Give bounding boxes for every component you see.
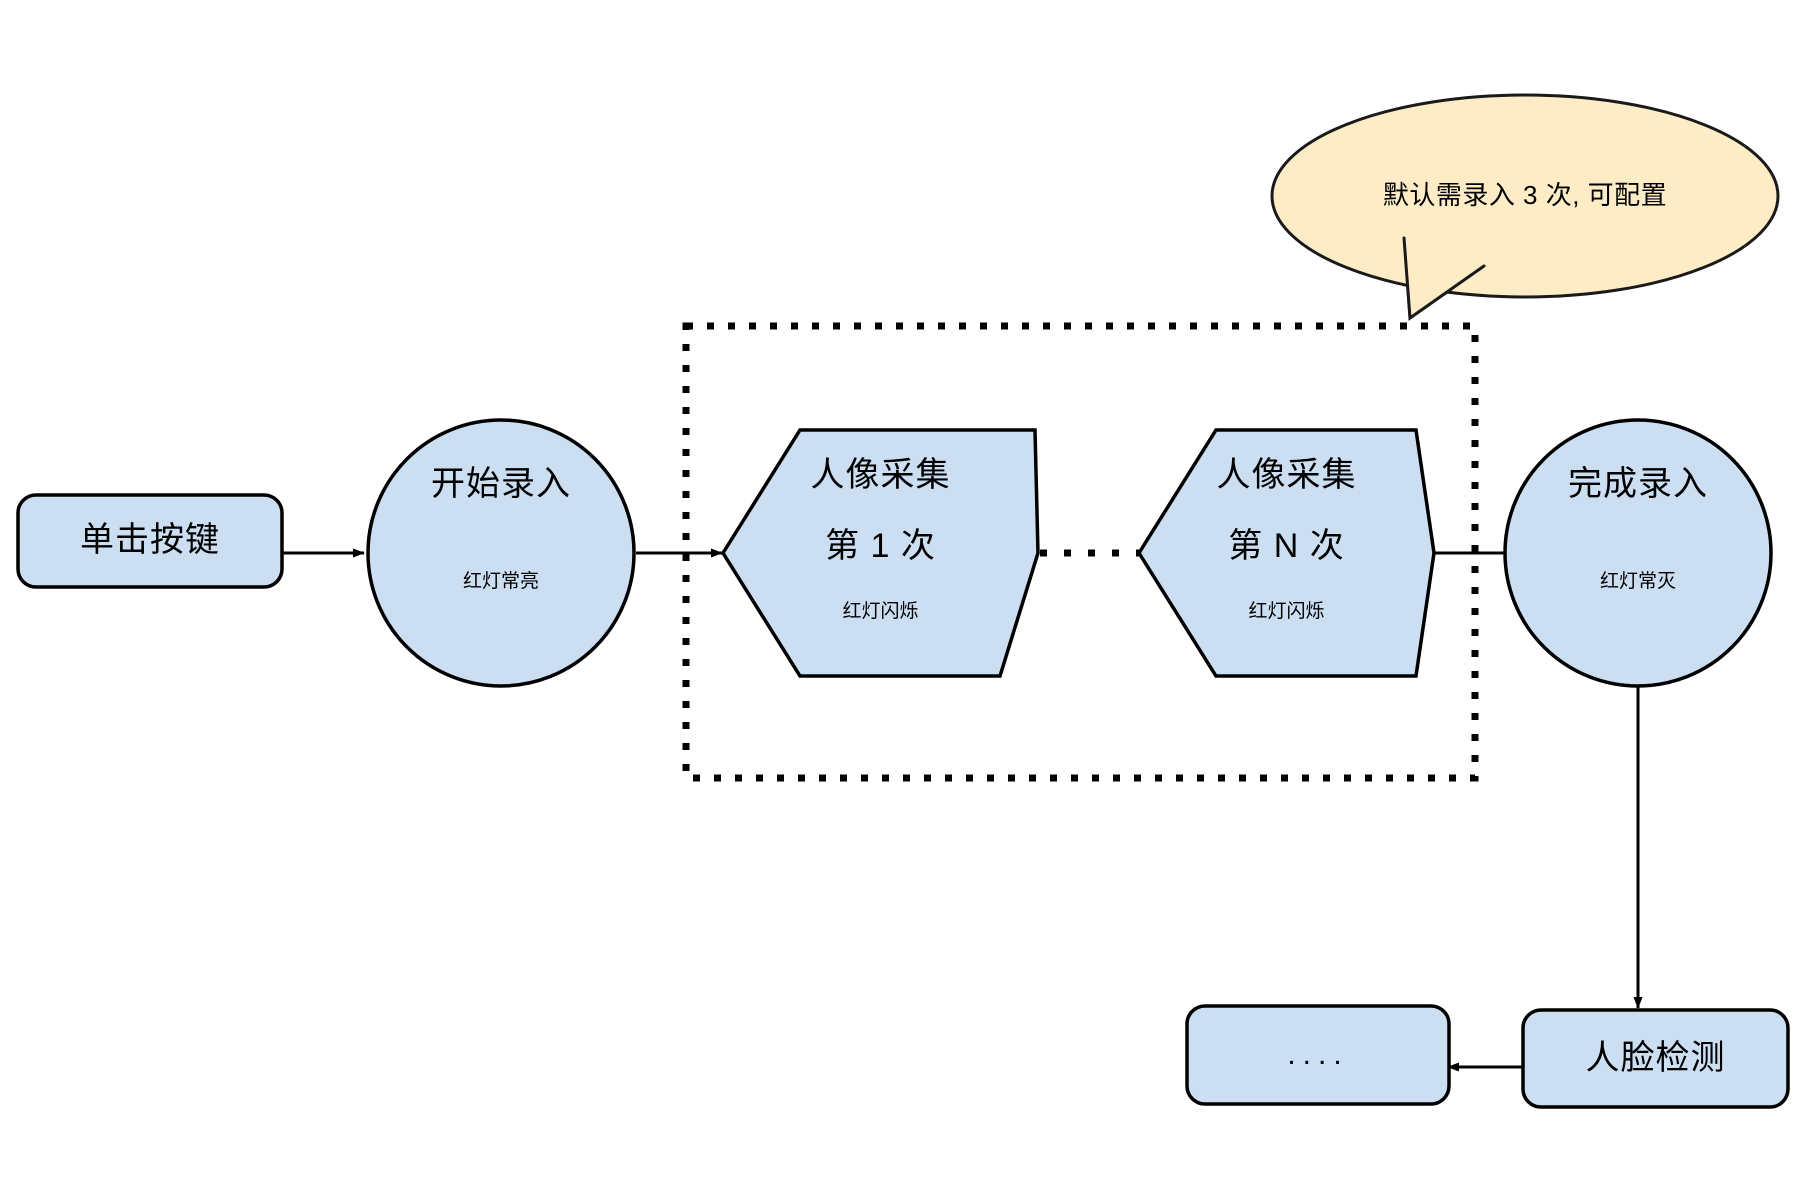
callout-tail-seam — [1407, 250, 1487, 318]
node-start-enroll[interactable] — [366, 418, 636, 688]
node-capture-first[interactable] — [720, 428, 1040, 678]
node-capture-nth[interactable] — [1136, 428, 1436, 678]
callout-tail-outline — [1402, 236, 1486, 321]
node-finish-enroll[interactable] — [1503, 418, 1773, 688]
callout-repeat-note[interactable] — [1270, 93, 1780, 299]
node-click-key[interactable] — [16, 493, 284, 589]
node-face-detect[interactable] — [1521, 1008, 1790, 1109]
node-more-steps[interactable] — [1185, 1004, 1451, 1106]
